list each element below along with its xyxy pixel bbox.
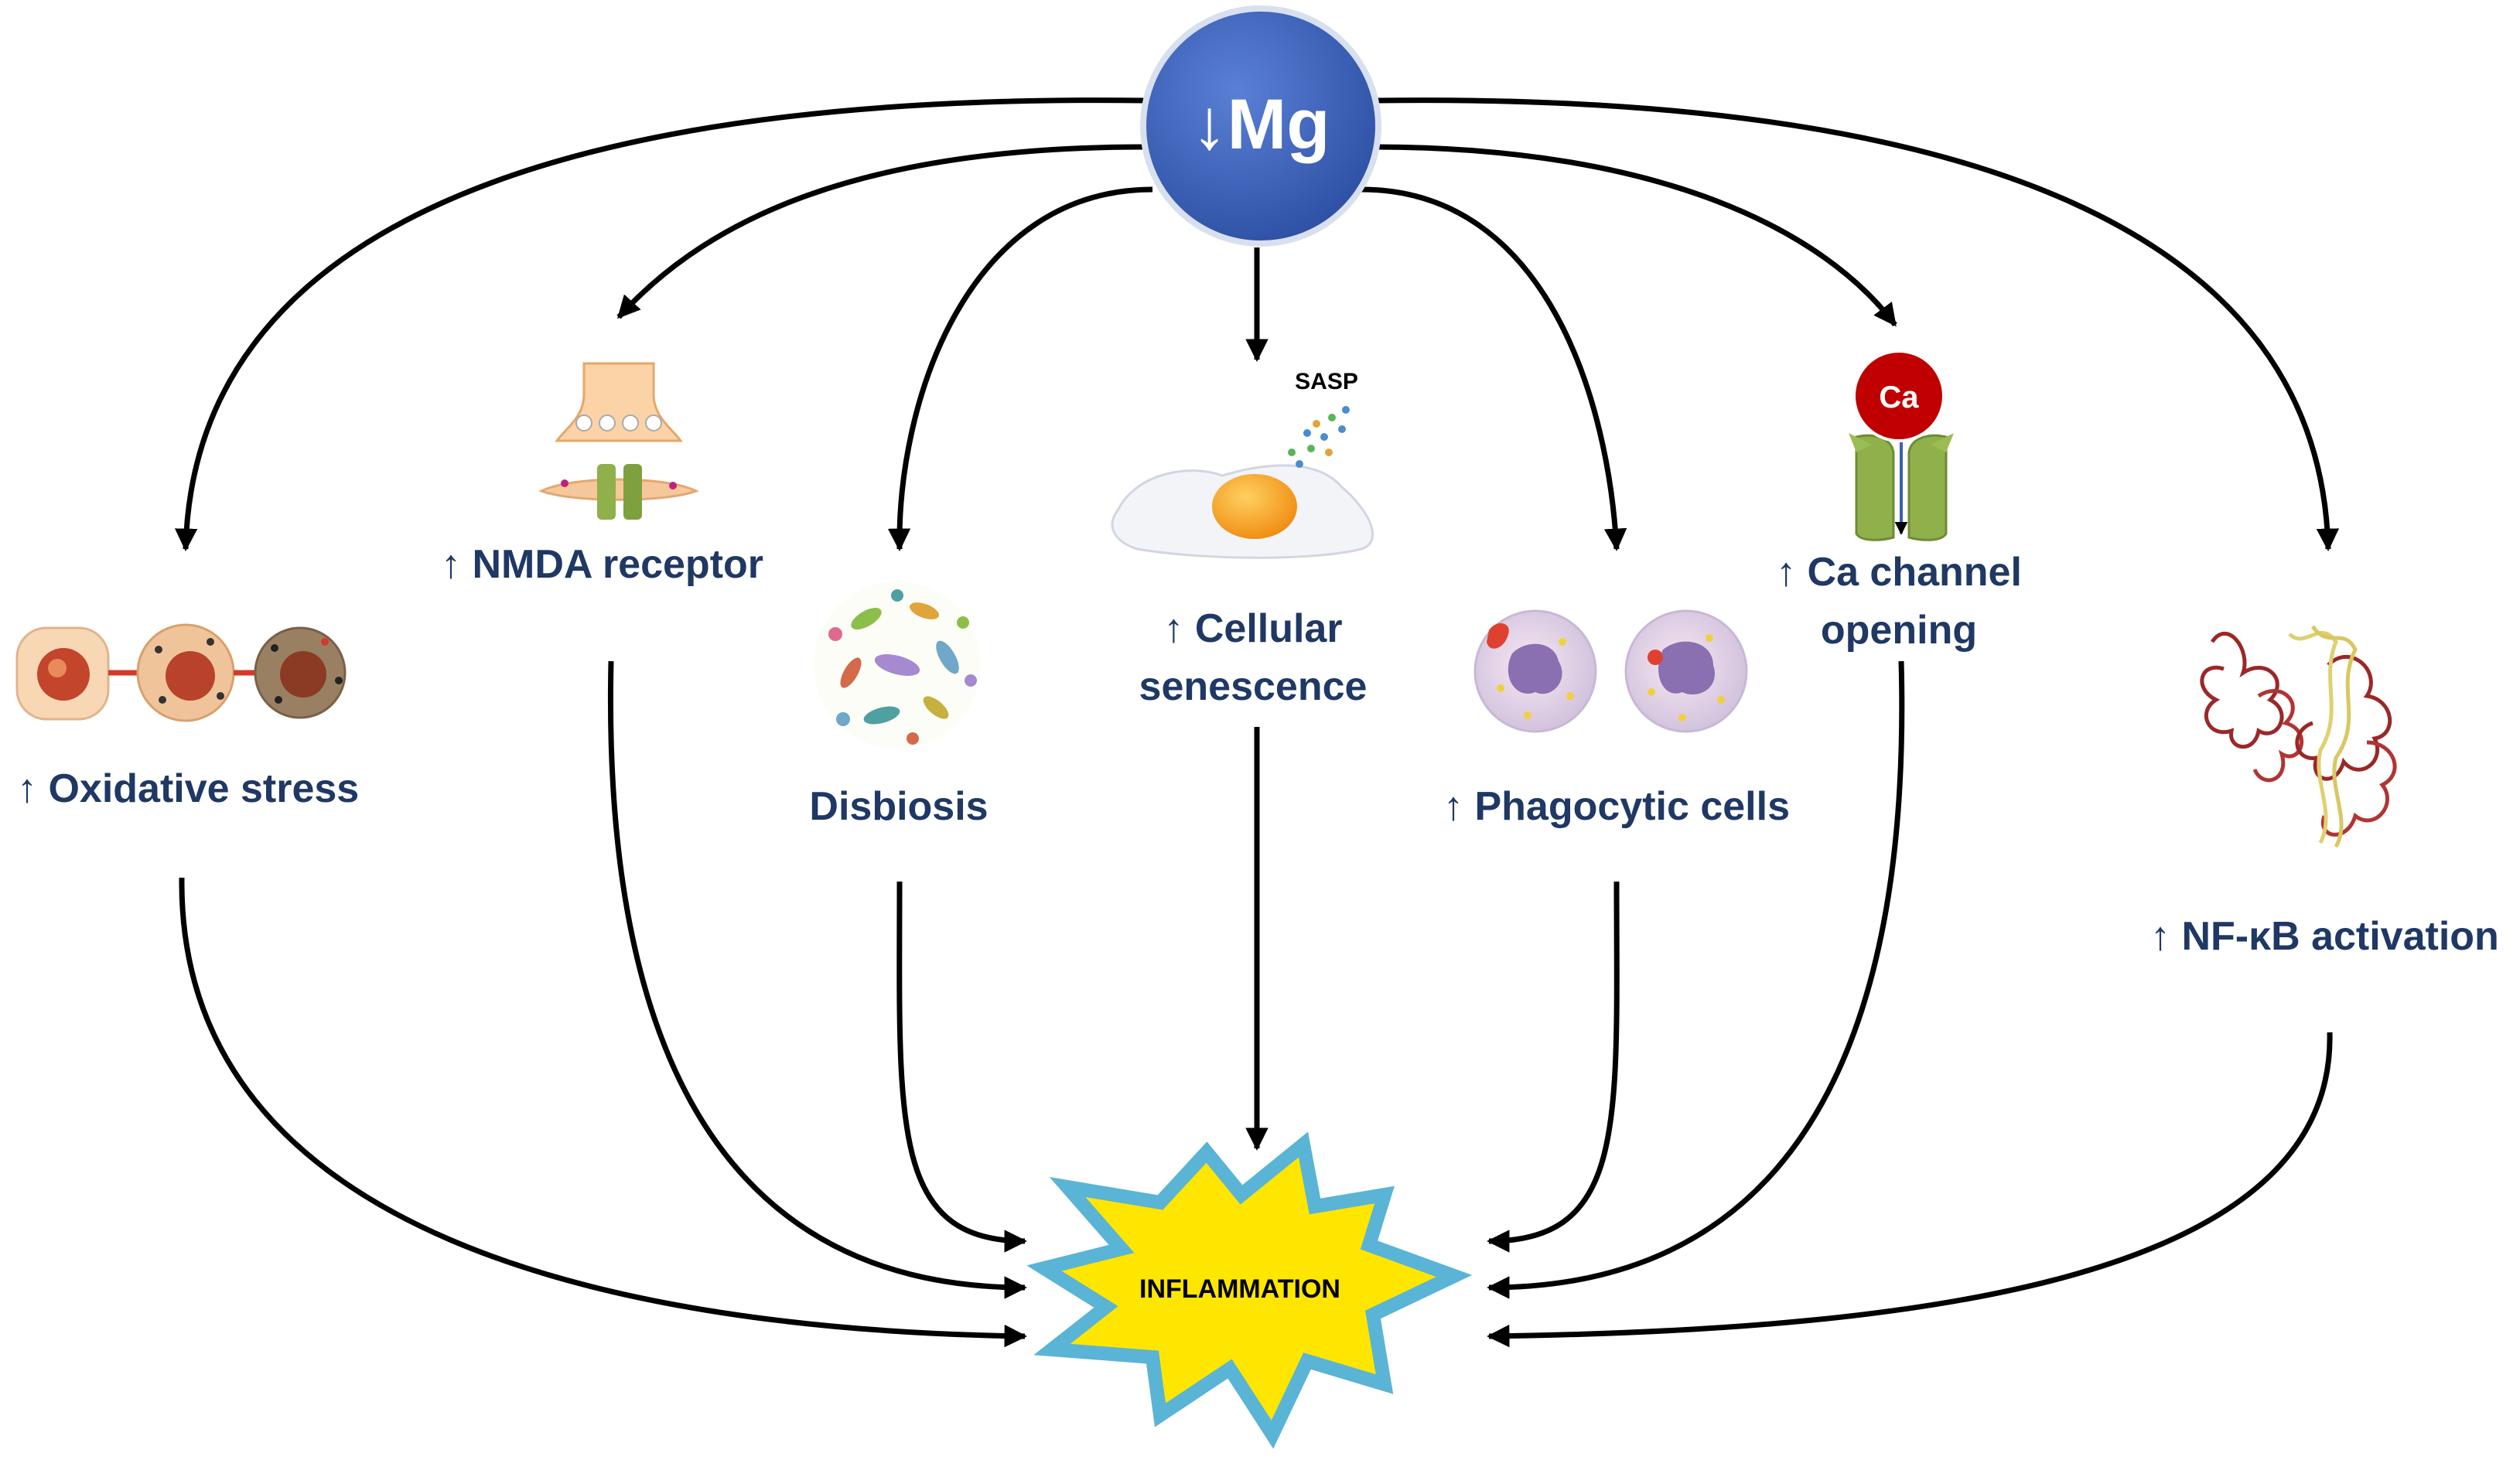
arrow-phagocytic-to-inflammation (1487, 881, 1620, 1253)
arrows-from-mg (174, 97, 2340, 551)
cellular-senescence-label-line1: ↑ Cellular (1163, 606, 1342, 651)
calcium-channel-icon (1849, 433, 1954, 541)
disbiosis-node: Disbiosis (809, 582, 989, 829)
phagocytic-cells-label: ↑ Phagocytic cells (1443, 784, 1790, 829)
arrow-mg-to-nmda (616, 144, 1146, 319)
disbiosis-label: Disbiosis (809, 784, 988, 829)
cellular-senescence-label-line2: senescence (1139, 664, 1368, 709)
synapse-icon (538, 362, 699, 520)
calcium-label: Ca (1879, 380, 1919, 414)
nmda-receptor-label: ↑ NMDA receptor (441, 542, 763, 587)
microbiome-icon (814, 582, 981, 749)
calcium-ion: Ca (1852, 350, 1945, 442)
arrow-nmda-to-inflammation (607, 660, 1027, 1299)
arrow-mg-to-oxidative (174, 97, 1146, 551)
ca-channel-label-line2: opening (1821, 608, 1977, 653)
sasp-label: SASP (1295, 369, 1358, 394)
oxidative-stress-node: ↑ Oxidative stress (15, 623, 359, 811)
mg-label: ↓Mg (1192, 85, 1330, 164)
nfkb-protein-icon (2200, 625, 2397, 848)
arrow-oxidative-to-inflammation (179, 877, 1027, 1348)
phagocyte-icon (1473, 609, 1748, 733)
cell-progression-icon (15, 623, 347, 722)
arrow-mg-to-phagocytic (1361, 186, 1627, 551)
calcium-ball (1852, 350, 1945, 442)
nfkb-node: ↑ NF-κB activation (2150, 625, 2499, 959)
ca-channel-node: Ca ↑ Ca channel opening (1776, 350, 2022, 653)
arrow-mg-to-ca-channel (1372, 144, 1897, 327)
mg-circle (1140, 5, 1381, 247)
arrow-ca-to-inflammation (1487, 660, 1905, 1299)
inflammation-burst (1026, 1131, 1473, 1449)
inflammation-node: INFLAMMATION (1026, 1131, 1473, 1449)
arrow-disbiosis-to-inflammation (896, 881, 1027, 1253)
ca-channel-label-line1: ↑ Ca channel (1776, 550, 2022, 595)
arrow-nfkb-to-inflammation (1487, 1032, 2333, 1348)
oxidative-stress-label: ↑ Oxidative stress (17, 766, 359, 811)
arrows-to-inflammation (179, 660, 2333, 1348)
nmda-receptor-node: ↑ NMDA receptor (441, 362, 763, 587)
inflammation-label: INFLAMMATION (1139, 1274, 1340, 1304)
phagocytic-cells-node: ↑ Phagocytic cells (1443, 609, 1790, 829)
nfkb-label: ↑ NF-κB activation (2150, 914, 2499, 959)
cellular-senescence-node: SASP ↑ Cellular senescence (1111, 369, 1374, 709)
mg-node: ↓Mg (1140, 5, 1381, 247)
arrow-mg-to-nfkb (1376, 97, 2340, 551)
senescent-cell-icon (1111, 406, 1374, 559)
arrow-mg-to-disbiosis (887, 186, 1153, 551)
